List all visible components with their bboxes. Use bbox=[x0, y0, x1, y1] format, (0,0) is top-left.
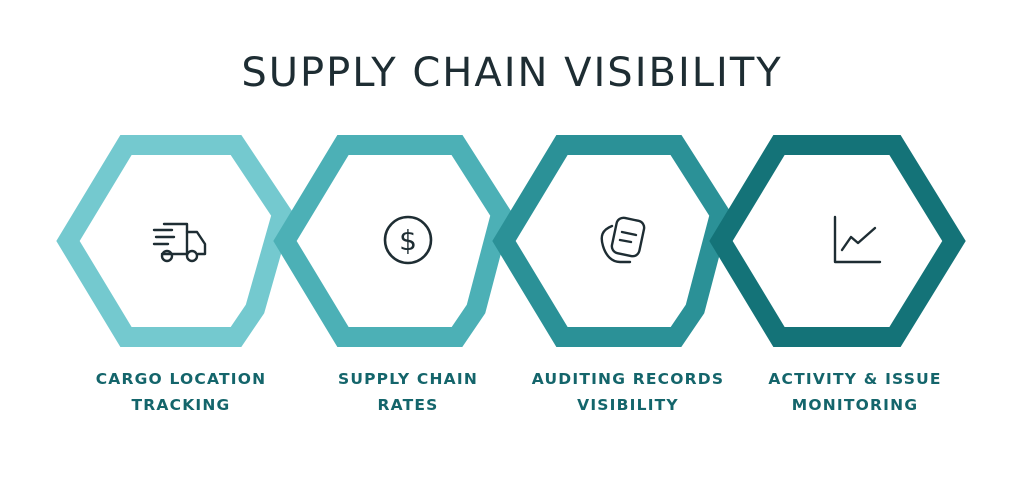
hexagon-step-3 bbox=[492, 135, 731, 347]
step-3-label-line-2: VISIBILITY bbox=[577, 396, 679, 414]
documents-icon bbox=[600, 216, 646, 264]
step-label-1: CARGO LOCATION TRACKING bbox=[76, 366, 286, 418]
step-2-label-line-2: RATES bbox=[377, 396, 439, 414]
page-title: SUPPLY CHAIN VISIBILITY bbox=[241, 50, 783, 96]
svg-text:$: $ bbox=[399, 224, 417, 257]
hexagon-step-1 bbox=[56, 135, 293, 347]
hexagon-2-outline bbox=[273, 135, 512, 347]
hexagon-step-2 bbox=[273, 135, 512, 347]
step-1-label-line-2: TRACKING bbox=[131, 396, 231, 414]
step-label-2: SUPPLY CHAIN RATES bbox=[303, 366, 513, 418]
line-chart-icon bbox=[833, 215, 882, 264]
step-4-label-line-1: ACTIVITY & ISSUE bbox=[768, 370, 942, 388]
step-label-3: AUDITING RECORDS VISIBILITY bbox=[523, 366, 733, 418]
hexagon-3-outline bbox=[492, 135, 731, 347]
step-1-label-line-1: CARGO LOCATION bbox=[95, 370, 267, 388]
step-2-label-line-1: SUPPLY CHAIN bbox=[337, 370, 479, 388]
hexagon-1-outline bbox=[56, 135, 293, 347]
hexagon-4-outline bbox=[709, 135, 966, 347]
dollar-coin-icon: $ bbox=[383, 215, 433, 265]
step-3-label-line-1: AUDITING RECORDS bbox=[531, 370, 725, 388]
step-4-label-line-2: MONITORING bbox=[791, 396, 919, 414]
delivery-truck-icon bbox=[152, 222, 207, 263]
hexagon-step-4 bbox=[709, 135, 966, 347]
step-label-4: ACTIVITY & ISSUE MONITORING bbox=[750, 366, 960, 418]
